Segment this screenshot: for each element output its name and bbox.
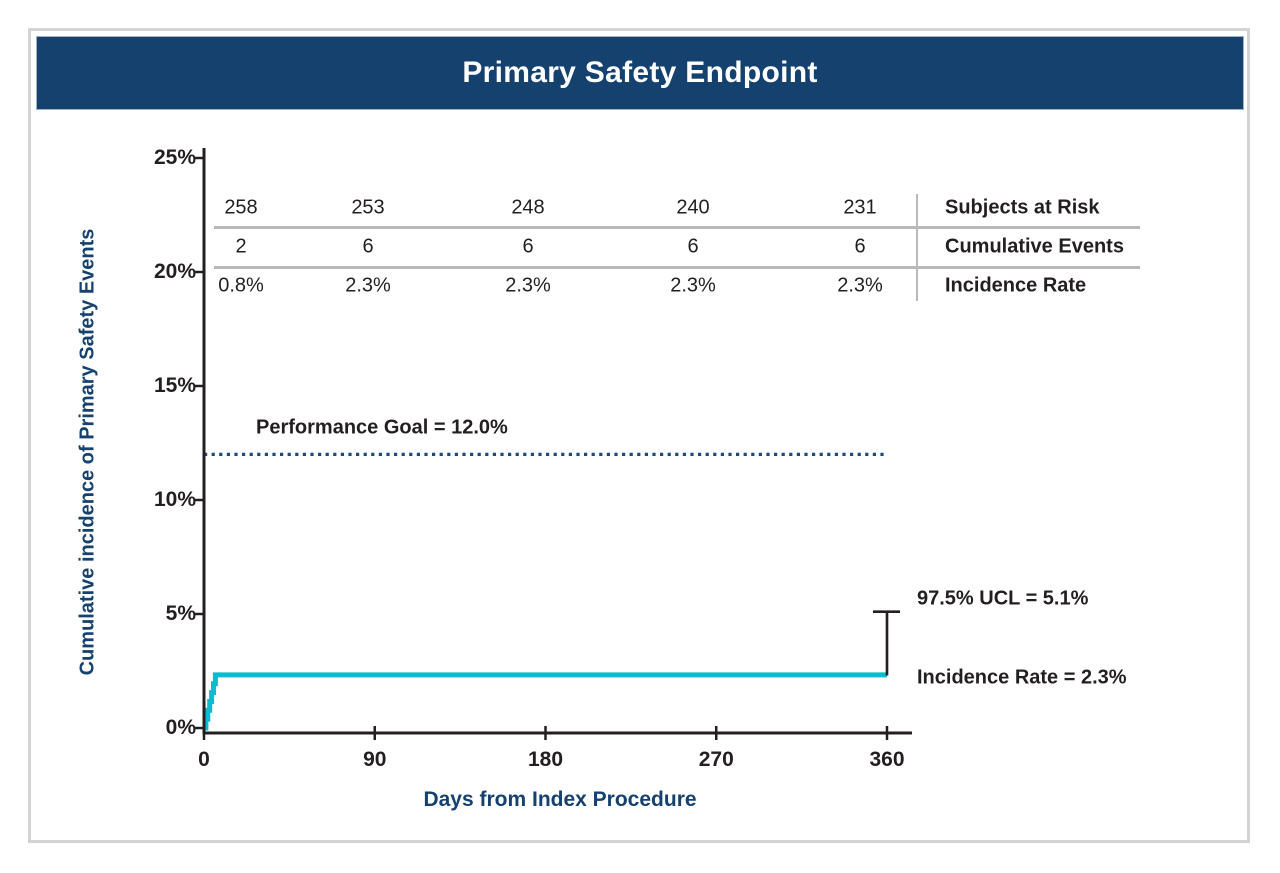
performance-goal-label: Performance Goal = 12.0% — [256, 416, 508, 439]
y-tick-label: 5% — [165, 602, 196, 625]
y-tick-label: 20% — [153, 260, 196, 283]
x-tick-label: 0 — [198, 748, 210, 771]
x-tick-label: 90 — [363, 748, 387, 771]
table-cell: 6 — [522, 235, 534, 258]
table-cell: 2.3% — [837, 274, 883, 297]
incidence-step-curve — [203, 672, 887, 731]
table-cell: 6 — [362, 235, 374, 258]
table-cell: 2 — [235, 235, 247, 258]
table-cell: 0.8% — [218, 274, 264, 297]
ucl-annotation-label: 97.5% UCL = 5.1% — [917, 587, 1089, 610]
table-cell: 6 — [854, 235, 866, 258]
y-tick-label: 15% — [153, 374, 196, 397]
table-cell: 2.3% — [345, 274, 391, 297]
y-tick-label: 10% — [153, 488, 196, 511]
table-row-label: Cumulative Events — [945, 235, 1124, 258]
table-cell: 240 — [676, 196, 710, 219]
y-tick-label: 0% — [165, 716, 196, 739]
x-tick-label: 360 — [869, 748, 905, 771]
figure-title-bar: Primary Safety Endpoint — [36, 36, 1244, 110]
table-divider-line — [214, 266, 1140, 269]
incidence-rate-annotation-label: Incidence Rate = 2.3% — [917, 666, 1127, 689]
table-cell: 2.3% — [670, 274, 716, 297]
x-tick-label: 180 — [527, 748, 564, 771]
y-tick-label: 25% — [153, 146, 196, 169]
table-row-label: Incidence Rate — [945, 274, 1087, 297]
table-cell: 2.3% — [505, 274, 551, 297]
table-divider-line-vertical — [916, 194, 918, 301]
figure-frame — [28, 28, 1250, 843]
y-axis-title: Cumulative incidence of Primary Safety E… — [76, 228, 99, 676]
table-divider-line — [214, 226, 1140, 229]
x-axis-title: Days from Index Procedure — [423, 788, 697, 811]
table-cell: 248 — [511, 196, 545, 219]
table-cell: 253 — [351, 196, 385, 219]
x-tick-label: 270 — [698, 748, 734, 771]
table-cell: 231 — [843, 196, 877, 219]
table-row-label: Subjects at Risk — [945, 196, 1100, 219]
figure-title: Primary Safety Endpoint — [462, 56, 818, 89]
table-cell: 258 — [224, 196, 258, 219]
table-cell: 6 — [687, 235, 699, 258]
